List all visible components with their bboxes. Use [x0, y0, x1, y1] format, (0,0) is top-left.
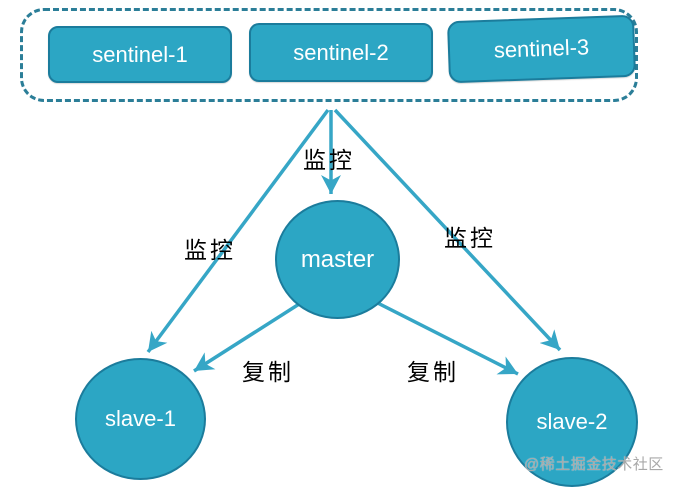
node-slave-2-label: slave-2 [536, 409, 608, 434]
node-master: master [275, 200, 400, 319]
replicate-arrow-right [355, 290, 519, 376]
edge-label-replicate-right: 复制 [407, 360, 459, 385]
node-sentinel-1: sentinel-1 [48, 26, 232, 83]
edge-label-monitor-right: 监控 [444, 226, 496, 251]
monitor-arrow-left [146, 108, 330, 354]
sentinel-group-frame [20, 8, 638, 102]
monitor-arrow-right [333, 108, 562, 352]
node-sentinel-3-label: sentinel-3 [493, 34, 590, 63]
watermark-text: @稀土掘金技术社区 [524, 456, 664, 473]
node-master-label: master [300, 245, 375, 273]
edge-label-replicate-left: 复制 [242, 360, 294, 385]
node-slave-1: slave-1 [75, 358, 206, 480]
node-sentinel-2: sentinel-2 [249, 23, 433, 82]
node-slave-1-label: slave-1 [105, 406, 176, 431]
edge-label-monitor-left: 监控 [184, 238, 236, 263]
node-sentinel-2-label: sentinel-2 [293, 39, 389, 65]
node-sentinel-3: sentinel-3 [446, 14, 637, 84]
node-sentinel-1-label: sentinel-1 [92, 41, 188, 67]
node-slave-2: slave-2 [506, 357, 638, 487]
edge-label-monitor-center: 监控 [303, 148, 355, 173]
